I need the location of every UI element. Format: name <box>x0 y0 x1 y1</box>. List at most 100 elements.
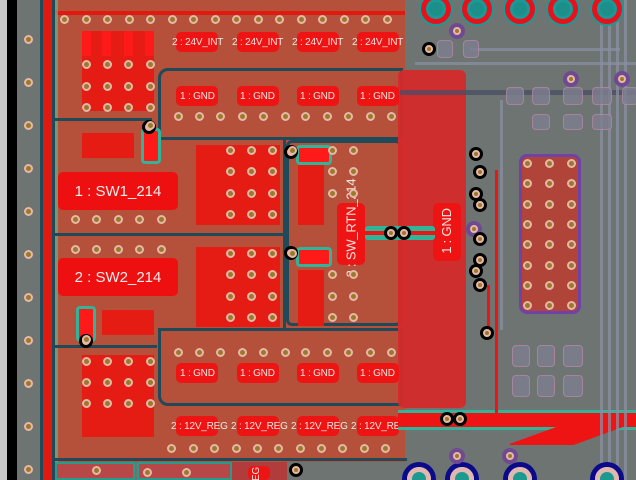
via[interactable] <box>523 280 532 290</box>
via[interactable] <box>232 444 241 453</box>
via[interactable] <box>157 245 166 254</box>
via[interactable] <box>567 280 576 290</box>
via[interactable] <box>143 468 152 477</box>
via[interactable] <box>268 167 277 176</box>
via[interactable] <box>381 444 390 453</box>
via[interactable] <box>247 249 256 258</box>
via[interactable] <box>24 465 33 474</box>
via[interactable] <box>268 189 277 198</box>
via[interactable] <box>523 301 532 311</box>
through-hole[interactable] <box>460 0 494 26</box>
via[interactable] <box>146 357 155 366</box>
through-hole[interactable] <box>445 462 479 480</box>
via-pair[interactable] <box>384 226 398 240</box>
via[interactable] <box>124 60 133 69</box>
through-hole[interactable] <box>503 0 537 26</box>
via[interactable] <box>288 146 297 155</box>
via[interactable] <box>24 250 33 259</box>
via[interactable] <box>210 15 220 24</box>
via[interactable] <box>567 240 576 250</box>
via[interactable] <box>82 399 91 408</box>
via[interactable] <box>523 219 532 229</box>
via[interactable] <box>82 378 91 387</box>
via[interactable] <box>103 399 112 408</box>
via[interactable] <box>103 60 112 69</box>
via[interactable] <box>288 249 297 258</box>
via[interactable] <box>563 71 579 87</box>
via[interactable] <box>81 15 91 24</box>
via[interactable] <box>226 167 235 176</box>
via[interactable] <box>247 292 256 301</box>
via[interactable] <box>387 112 396 121</box>
via[interactable] <box>366 112 375 121</box>
via[interactable] <box>135 245 144 254</box>
left-red-rail[interactable] <box>43 0 52 480</box>
via[interactable] <box>349 313 358 322</box>
via[interactable] <box>24 336 33 345</box>
via[interactable] <box>124 357 133 366</box>
via[interactable] <box>103 82 112 91</box>
via[interactable] <box>71 245 80 254</box>
via[interactable] <box>124 15 134 24</box>
via[interactable] <box>92 215 101 224</box>
via[interactable] <box>545 240 554 250</box>
via[interactable] <box>281 112 290 121</box>
via[interactable] <box>567 179 576 189</box>
via[interactable] <box>268 270 277 279</box>
via[interactable] <box>103 15 112 24</box>
via[interactable] <box>328 313 337 322</box>
via[interactable] <box>449 448 465 464</box>
trace-red-vertical[interactable] <box>487 285 490 335</box>
via[interactable] <box>24 35 33 44</box>
via[interactable] <box>382 15 392 24</box>
via[interactable] <box>545 219 554 229</box>
via[interactable] <box>82 335 91 344</box>
via[interactable] <box>545 179 554 189</box>
via[interactable] <box>523 159 532 168</box>
via[interactable] <box>135 215 144 224</box>
via[interactable] <box>422 42 436 56</box>
via[interactable] <box>289 463 303 477</box>
via[interactable] <box>24 164 33 173</box>
via[interactable] <box>253 15 263 24</box>
via[interactable] <box>296 444 305 453</box>
via[interactable] <box>339 15 349 24</box>
via[interactable] <box>247 167 256 176</box>
via[interactable] <box>226 146 235 155</box>
through-hole[interactable] <box>503 462 537 480</box>
via[interactable] <box>146 60 155 69</box>
via[interactable] <box>146 378 155 387</box>
via[interactable] <box>146 15 155 24</box>
via[interactable] <box>480 326 494 340</box>
pad-grid[interactable] <box>298 165 324 225</box>
via[interactable] <box>114 245 123 254</box>
via[interactable] <box>349 292 358 301</box>
via[interactable] <box>216 112 225 121</box>
via[interactable] <box>567 159 576 168</box>
via[interactable] <box>146 103 155 112</box>
via[interactable] <box>473 278 487 292</box>
via[interactable] <box>238 112 247 121</box>
via[interactable] <box>146 82 155 91</box>
via[interactable] <box>545 301 554 311</box>
via-pair[interactable] <box>397 226 411 240</box>
pad[interactable] <box>102 310 154 335</box>
via[interactable] <box>259 348 268 357</box>
through-hole[interactable] <box>590 462 624 480</box>
via[interactable] <box>174 112 183 121</box>
via[interactable] <box>24 121 33 130</box>
connector-header[interactable] <box>519 154 581 314</box>
via[interactable] <box>82 357 91 366</box>
via[interactable] <box>226 292 235 301</box>
pad-finger[interactable] <box>102 31 111 56</box>
via[interactable] <box>469 147 483 161</box>
via[interactable] <box>545 280 554 290</box>
via[interactable] <box>210 444 219 453</box>
via[interactable] <box>103 357 112 366</box>
via[interactable] <box>71 215 80 224</box>
via[interactable] <box>296 15 306 24</box>
via[interactable] <box>226 210 235 219</box>
via[interactable] <box>323 348 332 357</box>
via[interactable] <box>124 103 133 112</box>
